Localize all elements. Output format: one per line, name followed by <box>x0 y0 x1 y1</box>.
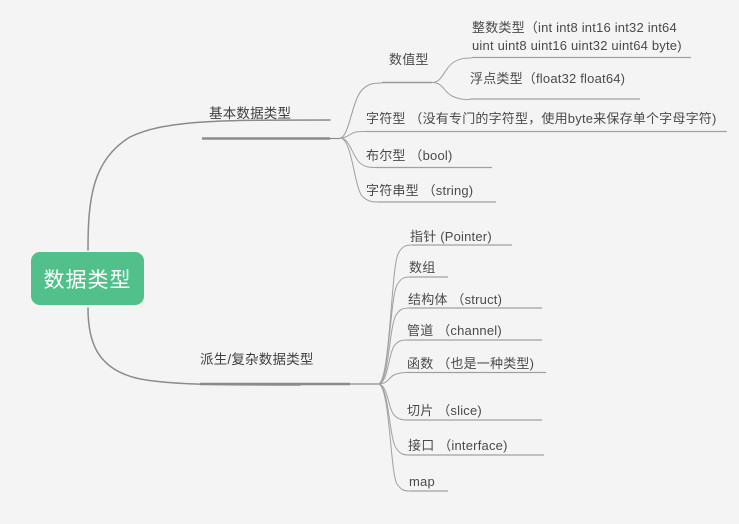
node-interface-type[interactable]: 接口 （interface) <box>408 438 508 453</box>
edge-root-to-basic <box>87 119 331 251</box>
node-integer-type[interactable]: 整数类型（int int8 int16 int32 int64 uint uin… <box>472 20 682 53</box>
node-float-type[interactable]: 浮点类型（float32 float64) <box>470 71 626 86</box>
node-basic-data-type[interactable]: 基本数据类型 <box>209 106 292 121</box>
node-array-type[interactable]: 数组 <box>409 260 436 275</box>
edge-derived-to-struct <box>377 307 410 385</box>
node-function-type[interactable]: 函数 （也是一种类型) <box>407 356 535 371</box>
node-map-type[interactable]: map <box>409 474 435 489</box>
node-struct-type[interactable]: 结构体 （struct) <box>408 292 503 307</box>
node-channel-type[interactable]: 管道 （channel) <box>407 323 502 338</box>
node-pointer-type[interactable]: 指针 (Pointer) <box>410 229 492 244</box>
edge-numeric-to-integer <box>431 57 473 83</box>
root-node[interactable]: 数据类型 <box>31 252 144 305</box>
edge-derived-to-array <box>377 276 411 385</box>
node-char-type[interactable]: 字符型 （没有专门的字符型，使用byte来保存单个字母字符) <box>366 111 717 126</box>
edge-derived-to-channel <box>377 339 408 385</box>
node-numeric-type[interactable]: 数值型 <box>389 52 429 67</box>
edge-derived-to-interface <box>377 383 410 456</box>
root-node-label: 数据类型 <box>43 268 132 292</box>
node-slice-type[interactable]: 切片 （slice) <box>407 403 482 418</box>
edge-derived-to-slice <box>377 383 408 421</box>
edge-basic-to-char <box>339 131 367 139</box>
node-bool-type[interactable]: 布尔型 （bool) <box>366 148 453 163</box>
edge-derived-to-function <box>377 372 408 385</box>
edge-derived-to-map <box>377 383 411 492</box>
node-string-type[interactable]: 字符串型 （string) <box>366 183 474 198</box>
edge-root-to-derived <box>87 307 301 386</box>
node-derived-data-type[interactable]: 派生/复杂数据类型 <box>200 352 314 367</box>
edge-numeric-to-float <box>431 82 471 100</box>
